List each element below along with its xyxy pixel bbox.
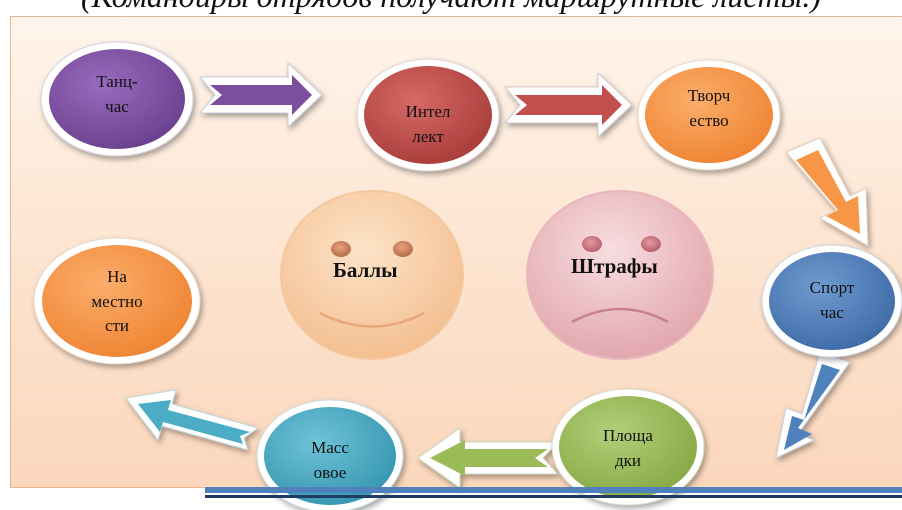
caption: (Командиры отрядов получают маршрутные л… [0, 0, 902, 12]
points-label: Баллы [333, 258, 398, 282]
arrow-intellect-to-creative-icon [503, 71, 633, 139]
node-sport-circle [761, 244, 902, 358]
sad-face-icon [526, 190, 714, 360]
node-creative-label: Творч ество [687, 86, 731, 130]
node-intellect-circle [356, 58, 500, 172]
node-intellect-label: Интел лект [405, 102, 451, 146]
arrow-dance-to-intellect-icon [198, 61, 323, 129]
node-terrain-circle [33, 237, 201, 365]
node-creative-circle [637, 59, 781, 171]
node-terrain-label: На местно сти [91, 267, 143, 336]
arrow-sport-to-grounds-icon [775, 351, 851, 459]
node-sport-label: Спорт час [809, 278, 855, 322]
node-mass-circle [256, 399, 404, 510]
node-grounds-circle [551, 388, 705, 506]
node-dance-circle [40, 41, 194, 157]
node-grounds-label: Площа дки [603, 426, 653, 470]
arrow-grounds-to-mass-icon [417, 427, 560, 489]
node-dance-label: Танц- час [96, 72, 138, 116]
bottom-rule-dark [205, 495, 902, 498]
smiley-face-icon [280, 190, 464, 360]
fines-label: Штрафы [571, 254, 658, 278]
arrow-creative-to-sport-icon [785, 137, 869, 247]
bottom-rule-blue [205, 487, 902, 493]
node-mass-label: Масс овое [311, 438, 349, 482]
arrow-mass-to-terrain-icon [125, 389, 260, 451]
